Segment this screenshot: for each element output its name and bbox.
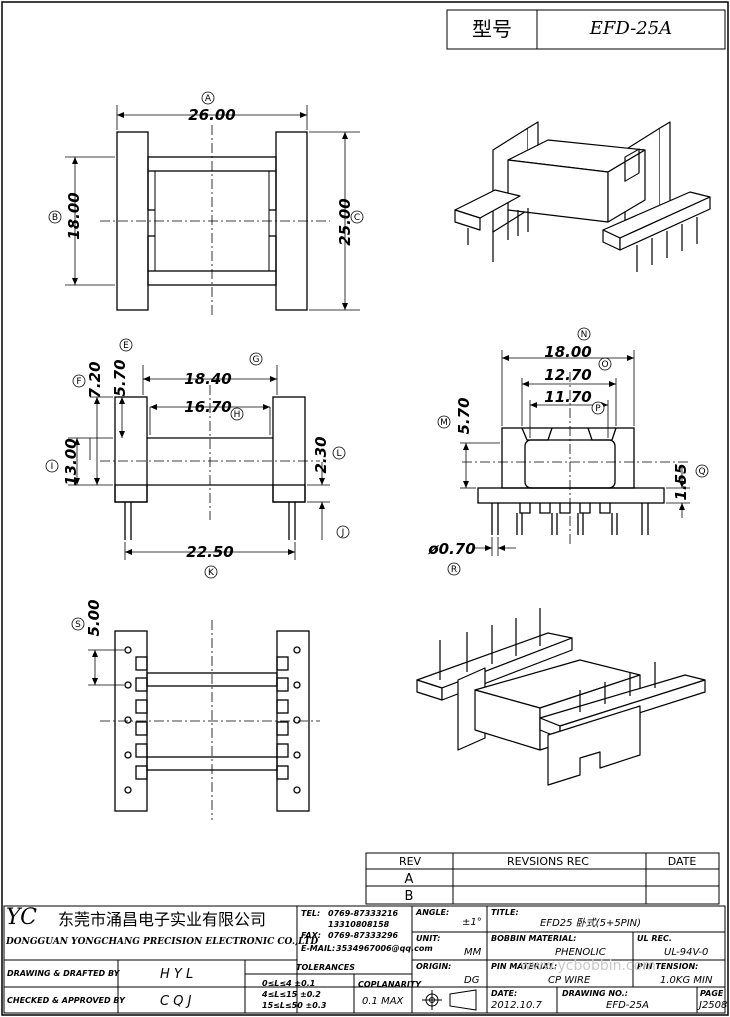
iso-view-2 [416, 632, 706, 786]
svg-text:E: E [123, 341, 129, 351]
dim-L: 2.30 [312, 436, 330, 473]
page-label: PAGE [700, 989, 724, 998]
page-value: J2508 [697, 1000, 727, 1011]
company-name-en: DONGGUAN YONGCHANG PRECISION ELECTRONIC … [6, 937, 319, 947]
unit-value: MM [464, 947, 482, 958]
svg-text:P: P [595, 404, 601, 414]
pin-tension-label: PIN TENSION: [637, 962, 698, 971]
title-label: TITLE: [491, 908, 519, 917]
dim-E: 5.70 [111, 359, 129, 396]
projection-symbol-icon [422, 989, 477, 1011]
unit-label: UNIT: [416, 934, 440, 943]
dim-M: 5.70 [455, 397, 473, 434]
coplanarity-value: 0.1 MAX [362, 996, 405, 1007]
pin-label: PIN MATERIAL: [491, 962, 557, 971]
checked-label: CHECKED & APPROVED BY [7, 996, 126, 1005]
svg-text:S: S [75, 620, 81, 630]
dim-H: 16.70 [184, 398, 231, 416]
date-label: DATE: [491, 989, 517, 998]
coplanarity-label: COPLANARITY [358, 980, 422, 989]
pin-value: CP WIRE [548, 975, 591, 986]
dim-C: 25.00 [336, 198, 354, 245]
svg-text:A: A [205, 94, 212, 104]
dim-F: 7.20 [86, 361, 104, 398]
rec-header: REVSIONS REC [507, 855, 589, 868]
ul-value: UL-94V-0 [664, 947, 708, 958]
svg-text:K: K [208, 568, 215, 578]
svg-text:O: O [601, 360, 608, 370]
tel-2: 13310808158 [328, 920, 390, 929]
model-label: 型号 [472, 17, 512, 41]
angle-label: ANGLE: [415, 908, 449, 917]
svg-text:L: L [336, 449, 341, 459]
dim-R: ø0.70 [427, 540, 475, 558]
fax-number: 0769-87333296 [328, 931, 399, 940]
svg-text:B: B [52, 213, 58, 223]
tolerance-2: 4≤L≤15 ±0.2 [261, 990, 321, 999]
dim-P: 11.70 [544, 388, 591, 406]
pin-tension-value: 1.0KG MIN [660, 975, 713, 986]
rev-row-a: A [405, 872, 414, 887]
tolerances-label: TOLERANCES [296, 963, 355, 972]
bobbin-label: BOBBIN MATERIAL: [491, 934, 576, 943]
dim-B: 18.00 [65, 192, 83, 239]
dim-N: 18.00 [544, 343, 591, 361]
watermark: www.ycbobbin.com [520, 958, 656, 974]
dim-O: 12.70 [544, 366, 591, 384]
tel-label: TEL: [301, 909, 320, 918]
front-view [114, 396, 306, 540]
origin-value: DG [464, 975, 480, 986]
drawn-label: DRAWING & DRAFTED BY [7, 969, 121, 978]
dim-I: 13.00 [62, 438, 80, 485]
title-value: EFD25 卧式(5+5PIN) [540, 917, 641, 929]
bobbin-value: PHENOLIC [555, 947, 606, 958]
fax-label: FAX: [301, 931, 321, 940]
company-logo: YC [6, 905, 37, 930]
company-name-cn: 东莞市涌昌电子实业有限公司 [58, 910, 267, 929]
date-header: DATE [668, 855, 697, 868]
svg-text:H: H [234, 410, 241, 420]
side-view [477, 427, 665, 535]
email-label: E-MAIL: [301, 944, 335, 953]
part-number: EFD-25A [589, 18, 673, 39]
svg-text:I: I [51, 462, 54, 472]
svg-text:Q: Q [698, 467, 705, 477]
svg-text:F: F [76, 377, 81, 387]
svg-text:M: M [440, 418, 448, 428]
dim-G: 18.40 [184, 370, 231, 388]
rev-row-b: B [405, 889, 414, 904]
email-value: 3534967006@qq.com [336, 944, 433, 953]
tel-1: 0769-87333216 [328, 909, 399, 918]
iso-view-1 [454, 121, 711, 251]
svg-text:R: R [451, 565, 457, 575]
dim-Q: 1.55 [672, 463, 690, 500]
svg-text:G: G [253, 355, 260, 365]
tolerance-3: 15≤L≤50 ±0.3 [262, 1001, 327, 1010]
dim-A: 26.00 [188, 106, 235, 124]
svg-text:C: C [354, 213, 360, 223]
angle-value: ±1° [462, 917, 482, 928]
drawing-value: EFD-25A [606, 1000, 649, 1011]
drawn-value: H Y L [160, 967, 193, 982]
ul-label: UL REC. [637, 934, 672, 943]
dim-K: 22.50 [186, 543, 233, 561]
dim-S: 5.00 [85, 599, 103, 636]
origin-label: ORIGIN: [416, 962, 451, 971]
tolerance-1: 0≤L≤4 ±0.1 [262, 979, 315, 988]
rev-header: REV [399, 855, 422, 868]
svg-text:J: J [341, 528, 345, 538]
svg-text:N: N [581, 330, 588, 340]
checked-value: C Q J [160, 994, 192, 1009]
date-value: 2012.10.7 [491, 1000, 543, 1011]
drawing-label: DRAWING NO.: [562, 989, 628, 998]
